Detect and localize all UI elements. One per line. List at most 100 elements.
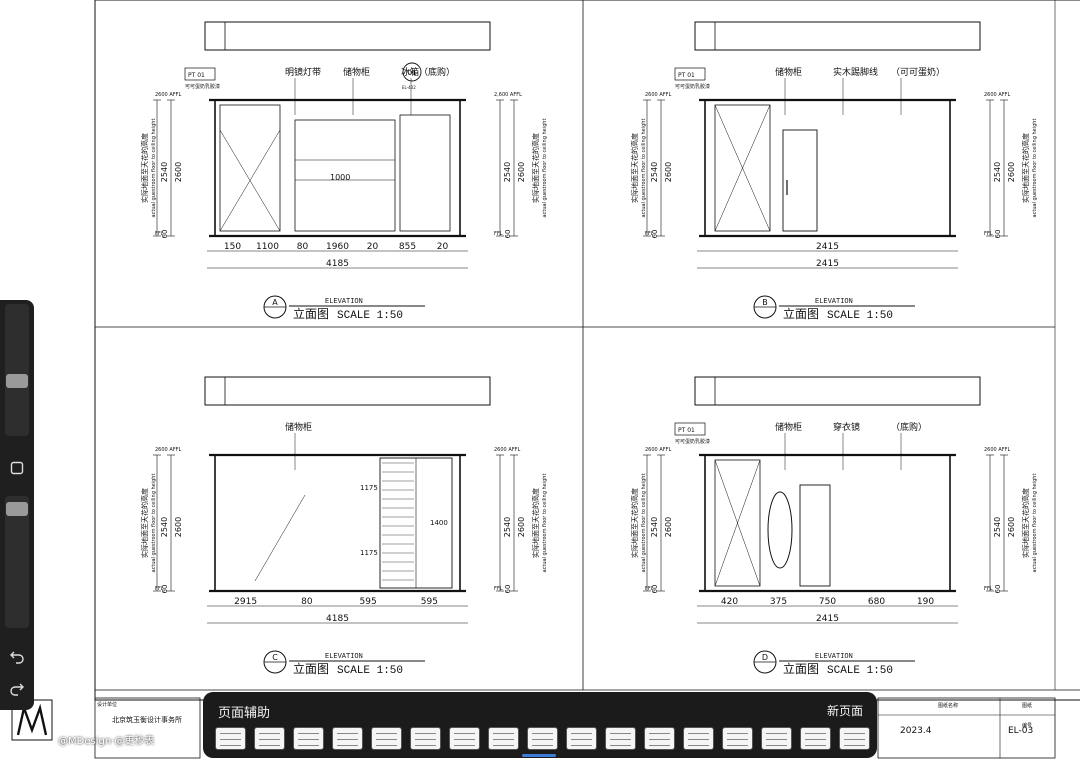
plan-strip (204, 21, 491, 51)
material-tag: PT 01 (188, 72, 205, 79)
elevation-title: 立面图 (293, 306, 329, 321)
total-dimension: 4185 (326, 259, 349, 269)
vertical-note-en-right: actual guestroom floor to ceiling height (1032, 119, 1038, 218)
thumbnail-line (298, 739, 319, 740)
room-door (799, 484, 831, 587)
ffl-left: FFL (645, 231, 654, 237)
ffl-left: FFL (155, 231, 164, 237)
page-thumbnail[interactable] (605, 727, 636, 750)
elevation-title: 立面图 (293, 661, 329, 676)
page-thumbnail[interactable] (410, 727, 441, 750)
thumbnail-line (805, 745, 826, 746)
page-thumbnail[interactable] (332, 727, 363, 750)
ffl-right: FFL (494, 586, 503, 592)
thumbnail-line (298, 733, 319, 734)
drawing-date: 2023.4 (900, 726, 932, 736)
door-swing (219, 129, 281, 232)
vertical-note-cn-right: 实际地面至天花的高度 (531, 488, 540, 558)
lower-slider-thumb[interactable] (6, 502, 28, 516)
thumbnail-line (610, 739, 631, 740)
material-label: 冰箱（底购） (401, 66, 455, 78)
dim-2540-left: 2540 (650, 517, 659, 537)
bottom-dimension: 1960 (326, 242, 349, 252)
page-thumbnail[interactable] (644, 727, 675, 750)
page-thumbnail[interactable] (722, 727, 753, 750)
page-thumbnail[interactable] (683, 727, 714, 750)
vertical-note-cn-left: 实际地面至天花的高度 (140, 488, 149, 558)
room-outline (214, 454, 461, 592)
ffl-right: FFL (984, 231, 993, 237)
dim-2540-right: 2540 (503, 162, 512, 182)
thumbnail-line (415, 745, 436, 746)
room-outline (704, 99, 951, 237)
thumbnail-line (376, 745, 397, 746)
upper-slider-track[interactable] (5, 304, 29, 436)
page-thumbnail[interactable] (839, 727, 870, 750)
elevation-scale: SCALE 1:50 (337, 665, 403, 677)
page-thumbnail[interactable] (293, 727, 324, 750)
dim-60-right: 60 (994, 230, 1002, 239)
vertical-note-en-left: actual guestroom floor to ceiling height (151, 119, 157, 218)
page-thumbnail[interactable] (566, 727, 597, 750)
bottom-dimension: 2415 (816, 242, 839, 252)
page-thumbnail[interactable] (527, 727, 558, 750)
inner-dimension: 1400 (430, 519, 448, 527)
cabinet-door (714, 459, 761, 587)
ffl-left: FFL (155, 586, 164, 592)
elevation-scale: SCALE 1:50 (827, 665, 893, 677)
material-tag-box (674, 422, 706, 436)
page-thumbnail[interactable] (449, 727, 480, 750)
redo-icon[interactable] (5, 676, 29, 700)
page-assistant-panel: 页面辅助 新页面 (203, 692, 877, 758)
logo-mark (16, 703, 48, 736)
square-shape-icon[interactable] (5, 456, 29, 480)
dim-2600-right: 2600 (517, 162, 526, 182)
upper-slider-thumb[interactable] (6, 374, 28, 388)
vertical-note-cn-right: 实际地面至天花的高度 (1021, 488, 1030, 558)
undo-icon[interactable] (5, 644, 29, 668)
bottom-dimension: 680 (868, 597, 885, 607)
new-page-button[interactable]: 新页面 (826, 704, 863, 718)
page-thumbnail[interactable] (761, 727, 792, 750)
dim-60-right: 60 (504, 230, 512, 239)
thumbnail-line (610, 733, 631, 734)
elevation-scale: SCALE 1:50 (827, 310, 893, 322)
thumbnail-line (493, 739, 514, 740)
ceiling-level-left: 2600 AFFL (645, 447, 671, 453)
page-thumbnail[interactable] (371, 727, 402, 750)
thumbnail-line (298, 745, 319, 746)
bottom-dimension: 375 (770, 597, 787, 607)
page-thumbnail[interactable] (488, 727, 519, 750)
thumbnail-line (532, 739, 553, 740)
thumbnail-line (532, 733, 553, 734)
page-thumbnail[interactable] (215, 727, 246, 750)
thumbnail-line (649, 745, 670, 746)
ceiling-level-left: 2600 AFFL (155, 447, 181, 453)
ffl-right: FFL (984, 586, 993, 592)
thumbnail-line (805, 739, 826, 740)
bottom-dimension: 1100 (256, 242, 279, 252)
company-name: 北京筑玉衡设计事务所 (112, 715, 182, 724)
thumbnail-line (727, 739, 748, 740)
thumbnail-line (454, 733, 475, 734)
thumbnail-line (688, 739, 709, 740)
lower-slider-track[interactable] (5, 496, 29, 628)
ceiling-level-right: 2,600 AFFL (494, 92, 522, 98)
dim-60-left: 60 (161, 585, 169, 594)
inner-dimension: 1175 (360, 549, 378, 557)
vertical-note-en-left: actual guestroom floor to ceiling height (641, 119, 647, 218)
thumbnail-line (727, 733, 748, 734)
bottom-dimension: 2915 (234, 597, 257, 607)
page-thumbnail[interactable] (254, 727, 285, 750)
page-thumbnail[interactable] (800, 727, 831, 750)
bottom-dimension: 20 (367, 242, 379, 252)
thumbnail-line (259, 733, 280, 734)
elevation-title: 立面图 (783, 306, 819, 321)
vertical-note-cn-left: 实际地面至天花的高度 (140, 133, 149, 203)
dim-60-left: 60 (161, 230, 169, 239)
thumbnail-line (376, 733, 397, 734)
ceiling-level-right: 2600 AFFL (984, 447, 1010, 453)
